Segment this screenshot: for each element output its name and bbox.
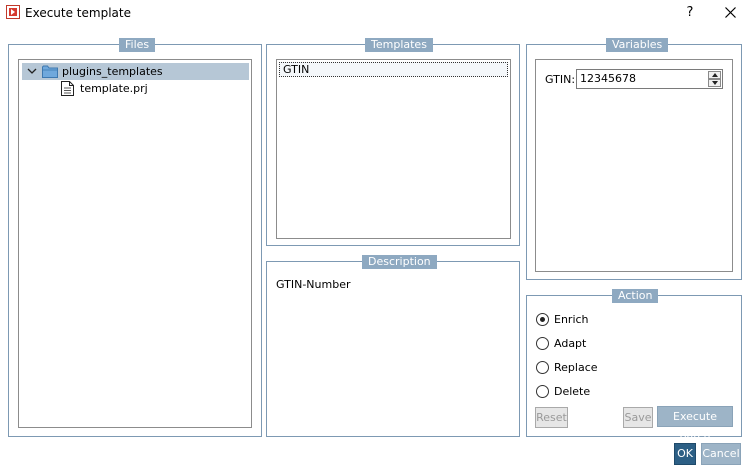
arrow-down-icon: [712, 81, 718, 85]
close-icon: [724, 7, 736, 18]
template-item-gtin[interactable]: GTIN: [279, 62, 508, 77]
radio-replace[interactable]: Replace: [536, 360, 616, 376]
files-tree[interactable]: plugins_templates template.prj: [18, 59, 252, 428]
radio-button[interactable]: [536, 361, 549, 374]
radio-delete[interactable]: Delete: [536, 384, 616, 400]
gtin-spin-down-button[interactable]: [708, 79, 721, 87]
radio-button[interactable]: [536, 385, 549, 398]
action-legend: Action: [612, 289, 659, 303]
tree-item-label: plugins_templates: [62, 65, 163, 78]
variables-panel: [535, 59, 733, 272]
title-bar: Execute template ?: [0, 0, 750, 28]
description-legend: Description: [362, 255, 437, 269]
file-icon: [61, 81, 74, 96]
radio-label: Delete: [554, 385, 591, 398]
gtin-label: GTIN:: [545, 73, 576, 86]
radio-label: Adapt: [554, 337, 587, 350]
radio-enrich[interactable]: Enrich: [536, 312, 616, 328]
templates-list[interactable]: GTIN: [276, 59, 511, 239]
tree-item-template-prj[interactable]: template.prj: [59, 80, 219, 97]
tree-item-plugins-templates[interactable]: plugins_templates: [22, 63, 249, 80]
window-title: Execute template: [25, 6, 131, 20]
files-legend: Files: [119, 38, 156, 52]
app-icon: [6, 5, 20, 19]
cancel-button[interactable]: Cancel: [701, 443, 741, 465]
description-text: GTIN-Number: [276, 278, 351, 291]
close-button[interactable]: [720, 2, 740, 24]
execute-batch-button[interactable]: Execute batch: [657, 406, 733, 442]
help-button[interactable]: ?: [686, 5, 694, 20]
gtin-input[interactable]: 12345678: [576, 69, 723, 89]
radio-label: Enrich: [554, 313, 589, 326]
description-group: [266, 261, 520, 437]
folder-icon: [42, 65, 58, 78]
reset-button[interactable]: Reset: [535, 407, 568, 428]
radio-button[interactable]: [536, 337, 549, 350]
radio-label: Replace: [554, 361, 598, 374]
radio-button-checked[interactable]: [536, 313, 549, 326]
gtin-spin-up-button[interactable]: [708, 71, 721, 79]
arrow-up-icon: [712, 73, 718, 77]
tree-item-label: template.prj: [80, 82, 148, 95]
templates-legend: Templates: [365, 38, 433, 52]
chevron-down-icon[interactable]: [27, 66, 37, 76]
radio-adapt[interactable]: Adapt: [536, 336, 616, 352]
ok-button[interactable]: OK: [674, 443, 696, 465]
variables-legend: Variables: [606, 38, 669, 52]
save-button[interactable]: Save: [623, 407, 653, 428]
